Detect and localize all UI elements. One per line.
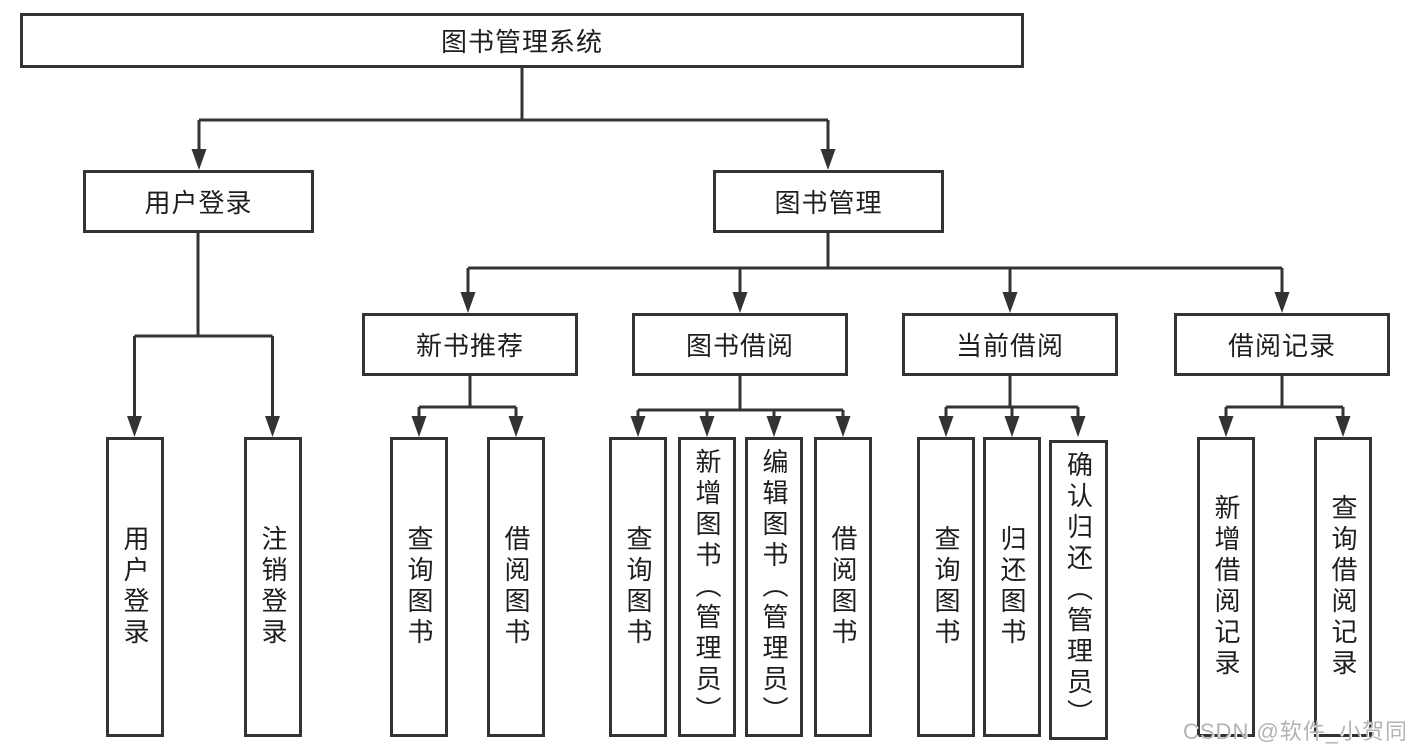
- connector-login-children: [127, 233, 280, 437]
- arrowhead-current-borrow: [1002, 292, 1018, 313]
- node-cb-return-label: 归还图书: [997, 525, 1027, 649]
- node-bb-borrow-label: 借阅图书: [828, 525, 858, 649]
- node-br-query-label: 查询借阅记录: [1328, 494, 1358, 680]
- node-bb-borrow: 借阅图书: [814, 437, 872, 737]
- node-borrow-records-label: 借阅记录: [1227, 331, 1336, 361]
- node-cb-return: 归还图书: [983, 437, 1041, 737]
- node-bb-add-label: 新增图书（管理员）: [692, 447, 722, 727]
- arrowhead-book-mgmt: [820, 149, 836, 170]
- arrowhead-bb-edit: [766, 416, 782, 437]
- node-nb-borrow-label: 借阅图书: [501, 525, 531, 649]
- arrowhead-cb-confirm: [1070, 416, 1086, 437]
- node-book-borrow-label: 图书借阅: [685, 331, 794, 361]
- node-logout-leaf: 注销登录: [244, 437, 302, 737]
- node-user-login: 用户登录: [83, 170, 314, 233]
- node-new-book-rec: 新书推荐: [362, 313, 578, 376]
- arrowhead-user-login: [191, 149, 207, 170]
- node-cb-confirm: 确认归还（管理员）: [1049, 440, 1108, 740]
- node-cb-confirm-label: 确认归还（管理员）: [1063, 450, 1094, 730]
- arrowhead-cb-return: [1004, 416, 1020, 437]
- arrowhead-login-leaf: [127, 416, 142, 437]
- node-book-mgmt-label: 图书管理: [774, 188, 883, 218]
- node-current-borrow: 当前借阅: [902, 313, 1118, 376]
- arrowhead-cb-query: [938, 416, 954, 437]
- connector-borrow-children: [630, 376, 851, 437]
- arrowhead-br-query: [1335, 416, 1351, 437]
- node-nb-query-label: 查询图书: [404, 525, 434, 649]
- node-book-borrow: 图书借阅: [632, 313, 848, 376]
- arrowhead-nb-borrow: [508, 416, 524, 437]
- node-bb-query: 查询图书: [609, 437, 667, 737]
- arrowhead-nb-query: [411, 416, 427, 437]
- node-nb-borrow: 借阅图书: [487, 437, 545, 737]
- arrowhead-book-borrow: [732, 292, 748, 313]
- node-login-leaf: 用户登录: [106, 437, 164, 737]
- arrowhead-borrow-records: [1274, 292, 1290, 313]
- arrowhead-bb-borrow: [835, 416, 851, 437]
- connector-records-children: [1218, 376, 1351, 437]
- connector-root-children: [191, 68, 836, 170]
- node-br-query: 查询借阅记录: [1314, 437, 1372, 737]
- csdn-watermark: CSDN @软件_小贺同学: [1183, 719, 1405, 744]
- node-current-borrow-label: 当前借阅: [955, 331, 1064, 361]
- connector-mgmt-children: [460, 233, 1290, 313]
- arrowhead-bb-add: [699, 416, 715, 437]
- node-book-mgmt: 图书管理: [713, 170, 944, 233]
- arrowhead-bb-query: [630, 416, 646, 437]
- connector-newbook-children: [411, 376, 524, 437]
- node-bb-edit-label: 编辑图书（管理员）: [759, 447, 789, 727]
- node-bb-add: 新增图书（管理员）: [678, 437, 736, 737]
- node-root-label: 图书管理系统: [440, 27, 603, 57]
- node-nb-query: 查询图书: [390, 437, 448, 737]
- node-login-leaf-label: 用户登录: [120, 525, 150, 649]
- node-cb-query-label: 查询图书: [931, 525, 961, 649]
- node-cb-query: 查询图书: [917, 437, 975, 737]
- node-bb-query-label: 查询图书: [623, 525, 653, 649]
- connector-current-children: [938, 376, 1086, 437]
- node-bb-edit: 编辑图书（管理员）: [745, 437, 803, 737]
- node-br-add-label: 新增借阅记录: [1211, 494, 1241, 680]
- node-new-book-rec-label: 新书推荐: [415, 331, 524, 361]
- arrowhead-new-book-rec: [460, 292, 476, 313]
- arrowhead-br-add: [1218, 416, 1234, 437]
- node-root: 图书管理系统: [20, 13, 1024, 68]
- node-borrow-records: 借阅记录: [1174, 313, 1390, 376]
- arrowhead-logout-leaf: [265, 416, 280, 437]
- node-logout-leaf-label: 注销登录: [258, 525, 288, 649]
- node-user-login-label: 用户登录: [144, 188, 253, 218]
- node-br-add: 新增借阅记录: [1197, 437, 1255, 737]
